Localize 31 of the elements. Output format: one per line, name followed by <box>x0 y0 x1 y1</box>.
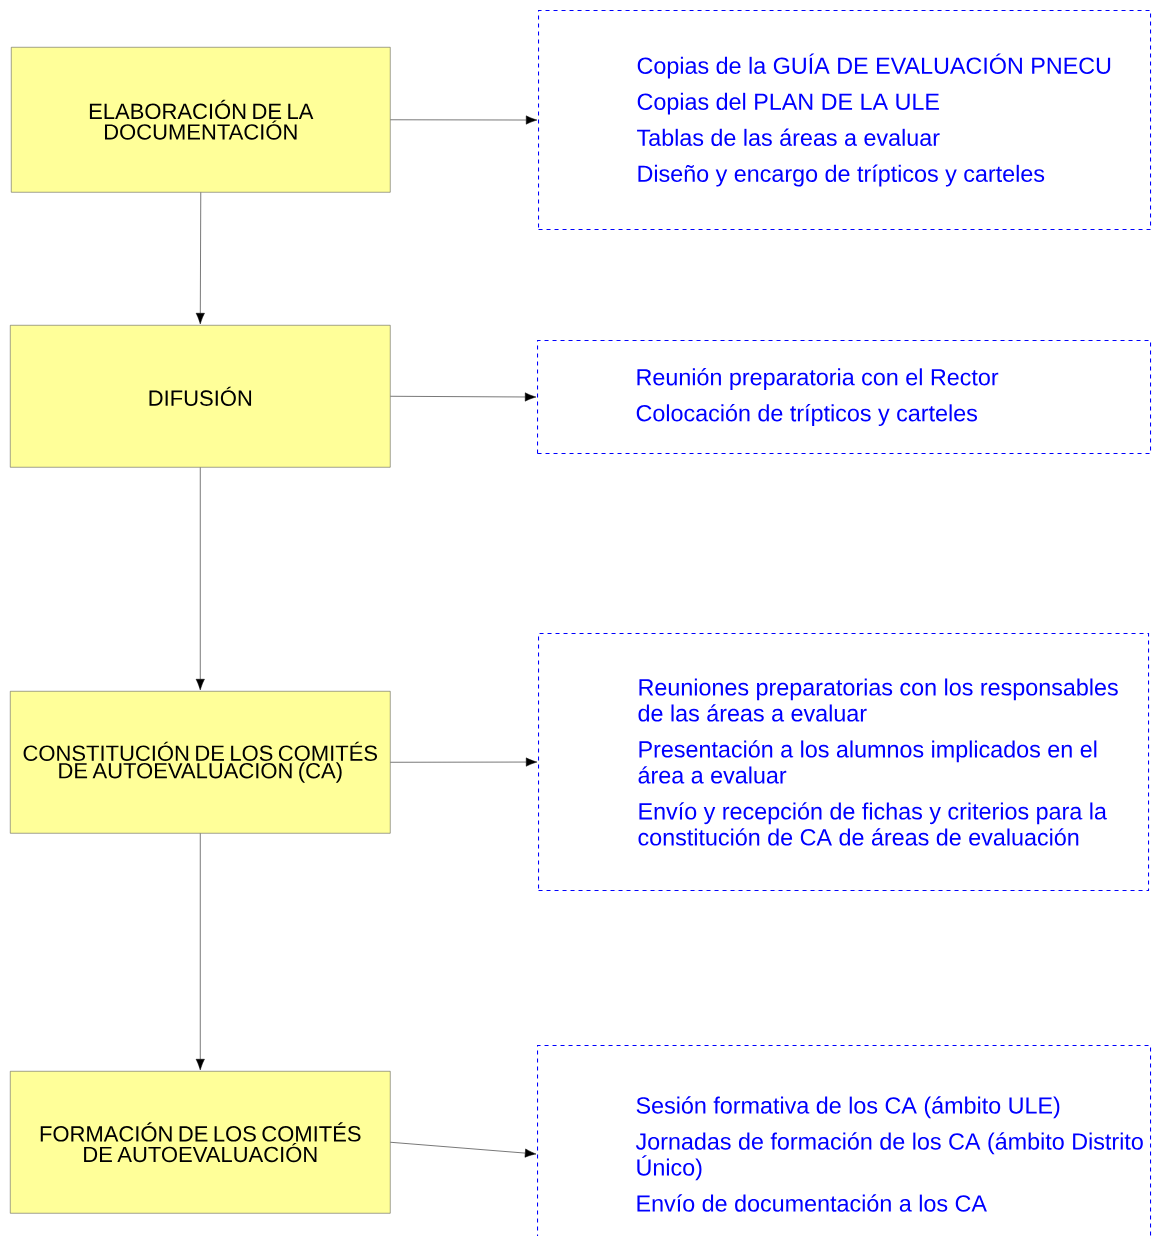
arrow <box>390 1142 537 1158</box>
arrow <box>195 833 205 1071</box>
list-item: Sesión formativa de los CA (ámbito ULE) <box>636 1096 1060 1119</box>
arrow <box>195 467 205 691</box>
list-item: Envío y recepción de fichas y criterios para la constitución de CA de áreas de evaluación <box>638 802 1107 846</box>
list-item: Envío de documentación a los CA <box>637 1194 987 1212</box>
box-label: DIFUSIÓN <box>149 386 252 406</box>
activity-list-box <box>537 340 1152 455</box>
list-item: Reuniones preparatorias con los responsables de las áreas a evaluar <box>638 678 1118 722</box>
arrow <box>195 192 205 325</box>
list-item: Jornadas de formación de los CA (ámbito Distrito Único) <box>635 1132 1143 1181</box>
arrow <box>390 115 538 125</box>
process-box <box>10 1071 391 1214</box>
list-item: Presentación a los alumnos implicados en el área a evaluar <box>638 740 1097 784</box>
list-item: Copias del PLAN DE LA ULE <box>637 92 939 115</box>
list-item: Colocación de trípticos y carteles <box>636 404 977 427</box>
activity-list-box <box>538 633 1150 892</box>
process-box <box>10 325 391 468</box>
box-label: ELABORACIÓN DE LA DOCUMENTACIÓN <box>89 99 314 140</box>
list-item: Reunión preparatoria con el Rector <box>637 368 999 391</box>
arrow <box>390 392 537 402</box>
process-box <box>11 47 391 193</box>
box-label: CONSTITUCIÓN DE LOS COMITÉS DE AUTOEVALUACION (CA) <box>23 741 377 783</box>
list-item: Copias de la GUÍA DE EVALUACIÓN PNECU <box>637 53 1111 79</box>
arrow <box>390 757 538 767</box>
list-item: Tablas de las áreas a evaluar <box>637 128 940 146</box>
process-box <box>10 691 391 834</box>
box-label: FORMACIÓN DE LOS COMITÉS DE AUTOEVALUACIÓN <box>40 1122 361 1163</box>
activity-list-box <box>537 1045 1152 1236</box>
list-item: Diseño y encargo de trípticos y carteles <box>638 164 1045 187</box>
activity-list-box <box>538 10 1152 231</box>
